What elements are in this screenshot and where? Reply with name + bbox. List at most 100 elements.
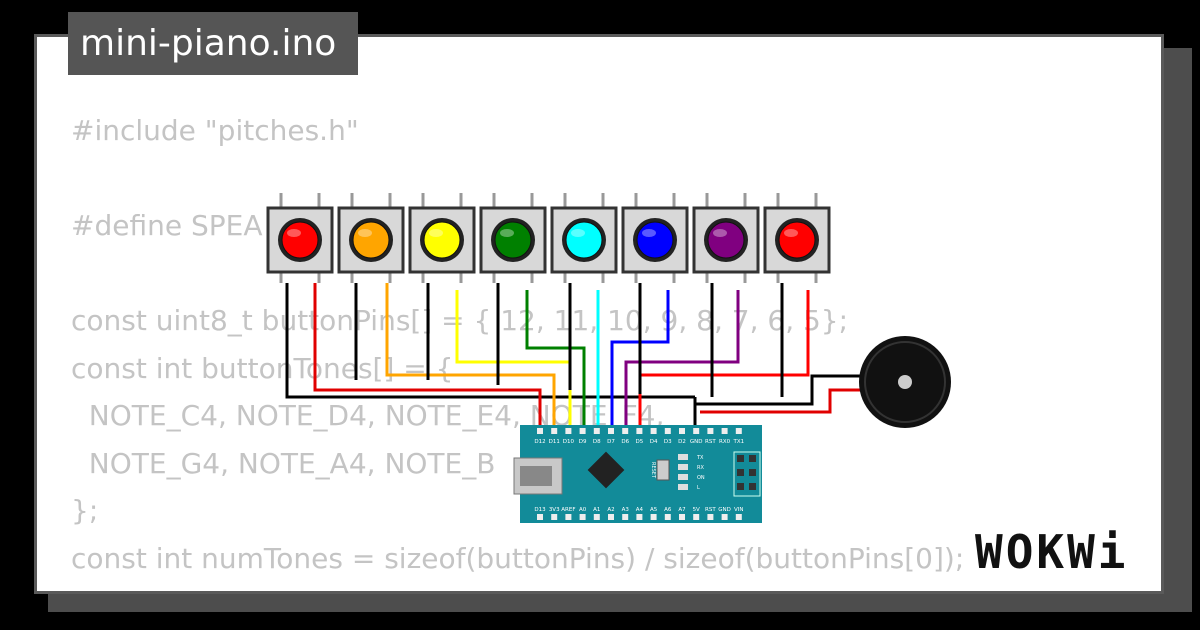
board-pin[interactable] — [650, 514, 657, 520]
board-pin[interactable] — [735, 514, 742, 520]
pin-label-bottom: GND — [718, 507, 731, 513]
board-pin[interactable] — [636, 514, 643, 520]
button-cap[interactable] — [352, 221, 390, 259]
wire — [385, 283, 556, 428]
board-pin[interactable] — [707, 428, 714, 434]
button-shine — [358, 229, 372, 237]
board-led — [678, 464, 688, 470]
reset-label: RESET — [650, 462, 656, 479]
board-pin[interactable] — [679, 514, 685, 520]
pushbutton-yellow[interactable] — [408, 193, 476, 283]
pin-label-bottom: A3 — [622, 507, 630, 513]
reset-button[interactable] — [656, 459, 670, 481]
board-pin[interactable] — [679, 428, 685, 434]
pin-label-top: D7 — [607, 439, 615, 445]
pushbutton-red[interactable] — [763, 193, 831, 283]
board-pin[interactable] — [565, 514, 572, 520]
pushbutton-orange[interactable] — [337, 193, 405, 283]
pin-label-bottom: A4 — [636, 507, 644, 513]
wire — [700, 388, 860, 414]
board-pin[interactable] — [579, 514, 586, 520]
code-line: #define SPEA — [71, 209, 263, 242]
code-line: NOTE_G4, NOTE_A4, NOTE_B — [71, 446, 496, 480]
led-label: TX — [696, 455, 704, 461]
pin-label-bottom: VIN — [734, 507, 744, 513]
button-shine — [784, 229, 798, 237]
code-line: }; — [71, 494, 99, 527]
button-cap[interactable] — [636, 221, 674, 259]
board-pin[interactable] — [622, 428, 629, 434]
board-pin[interactable] — [664, 428, 671, 434]
wire — [525, 290, 586, 428]
button-cap[interactable] — [707, 221, 745, 259]
icsp-header — [733, 451, 761, 497]
board-pin[interactable] — [537, 428, 543, 434]
board-pin[interactable] — [693, 514, 700, 520]
button-shine — [287, 229, 301, 237]
board-pin[interactable] — [693, 428, 700, 434]
button-cap[interactable] — [281, 221, 319, 259]
usb-port — [520, 466, 552, 486]
code-line: const uint8_t buttonPins[] = { 12, 11, 1… — [71, 304, 849, 337]
board-pin[interactable] — [650, 428, 657, 434]
pushbutton-blue[interactable] — [621, 193, 689, 283]
button-shine — [500, 229, 514, 237]
button-cap[interactable] — [778, 221, 816, 259]
code-line: const int numTones = sizeof(buttonPins) … — [71, 541, 965, 575]
button-shine — [713, 229, 727, 237]
icsp-pin — [749, 469, 756, 476]
pin-label-bottom: A1 — [593, 507, 600, 513]
board-pin[interactable] — [707, 514, 714, 520]
pin-label-top: D9 — [579, 439, 587, 445]
board-pin[interactable] — [593, 428, 600, 434]
icsp-pin — [737, 469, 744, 476]
buzzer-ring — [864, 341, 946, 423]
buzzer-hole — [898, 375, 912, 389]
pin-label-bottom: 3V3 — [549, 507, 560, 513]
mcu-chip — [587, 451, 625, 489]
pin-label-top: RST — [705, 439, 716, 445]
code-line: #include "pitches.h" — [71, 114, 359, 147]
board-pin[interactable] — [551, 428, 558, 434]
pushbutton-red[interactable] — [266, 193, 334, 283]
pin-label-top: D8 — [593, 439, 601, 445]
button-cap[interactable] — [565, 221, 603, 259]
pin-label-bottom: A6 — [664, 507, 672, 513]
wire — [313, 283, 542, 428]
board-pin[interactable] — [636, 428, 643, 434]
pushbutton-purple[interactable] — [692, 193, 760, 283]
pin-label-bottom: A7 — [678, 507, 686, 513]
board-pin[interactable] — [551, 514, 558, 520]
led-label: ON — [697, 475, 705, 481]
board-pin[interactable] — [537, 514, 543, 520]
button-cap[interactable] — [423, 221, 461, 259]
pin-label-bottom: A5 — [650, 507, 658, 513]
board-pin[interactable] — [664, 514, 671, 520]
pin-label-top: TX1 — [732, 439, 744, 445]
board-pin[interactable] — [565, 428, 572, 434]
pin-label-top: D10 — [563, 439, 575, 445]
board-pin[interactable] — [735, 428, 742, 434]
board-pin[interactable] — [593, 514, 600, 520]
icsp-pin — [749, 483, 756, 490]
board-pin[interactable] — [622, 514, 629, 520]
code-editor: #include "pitches.h" #define SPEA const ui… — [71, 107, 964, 582]
board-pin[interactable] — [608, 514, 614, 520]
pushbutton-cyan[interactable] — [550, 193, 618, 283]
button-shine — [642, 229, 656, 237]
board-led — [678, 454, 688, 460]
led-label: RX — [697, 465, 704, 471]
board-pin[interactable] — [608, 428, 614, 434]
wire — [624, 290, 740, 428]
wires — [285, 283, 860, 428]
board-pin[interactable] — [721, 514, 728, 520]
file-tab-title[interactable]: mini-piano.ino — [68, 12, 358, 75]
board-pin[interactable] — [721, 428, 728, 434]
pin-label-bottom: A2 — [607, 507, 614, 513]
buzzer[interactable] — [859, 336, 951, 428]
pushbutton-green[interactable] — [479, 193, 547, 283]
button-cap[interactable] — [494, 221, 532, 259]
board-pin[interactable] — [579, 428, 586, 434]
